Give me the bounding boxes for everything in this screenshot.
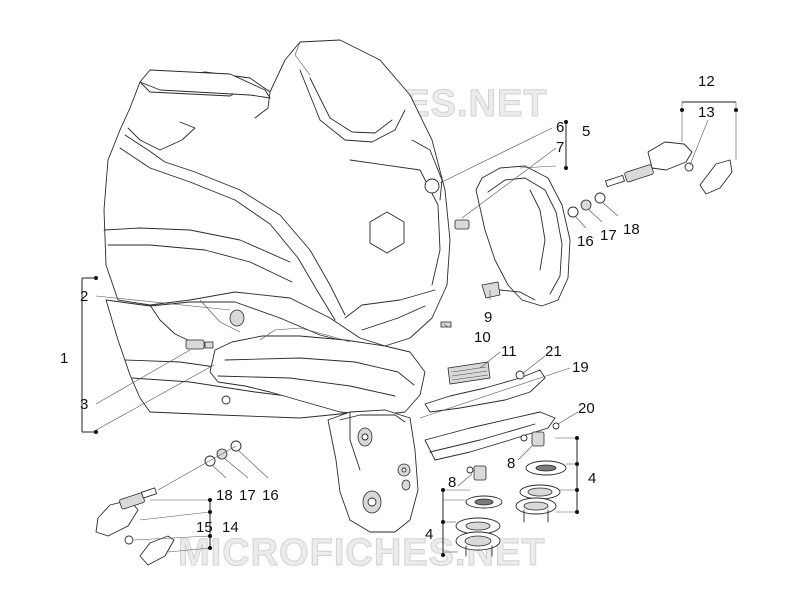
plate-light-cover: [424, 369, 556, 461]
callout-6: 6: [556, 119, 564, 136]
lamp-bulbs: [185, 309, 245, 405]
grab-handle: [127, 69, 271, 151]
tail-lamp: [209, 327, 426, 416]
callout-16-left: 16: [262, 487, 279, 504]
callout-8-right: 8: [507, 455, 515, 472]
callout-8-left: 8: [448, 474, 456, 491]
callout-17-left: 17: [239, 487, 256, 504]
callout-15: 15: [196, 519, 213, 536]
turn-signal-left: [95, 487, 175, 566]
callout-4-left: 4: [425, 526, 433, 543]
callout-2: 2: [80, 288, 88, 305]
callout-14: 14: [222, 519, 239, 536]
callout-13: 13: [698, 104, 715, 121]
callout-12: 12: [698, 73, 715, 90]
callout-21: 21: [545, 343, 562, 360]
washers-right: [567, 192, 606, 218]
callout-3: 3: [80, 396, 88, 413]
callout-18-right: 18: [623, 221, 640, 238]
callout-9: 9: [484, 309, 492, 326]
callout-19: 19: [572, 359, 589, 376]
plate-light-assembly-right: [515, 431, 567, 523]
callout-17-right: 17: [600, 227, 617, 244]
screws: [466, 422, 560, 474]
turn-signal-right: [605, 141, 733, 195]
callout-16-right: 16: [577, 233, 594, 250]
callout-labels: 1 2 3 4 4 5 6 7 8 8 9 10 11 12 13 14 15 …: [60, 73, 715, 543]
leader-lines: [81, 101, 737, 555]
callout-7: 7: [556, 139, 564, 156]
license-plate-holder: [327, 409, 419, 533]
callout-1: 1: [60, 350, 68, 367]
callout-11: 11: [501, 343, 517, 360]
callout-18-left: 18: [216, 487, 233, 504]
callout-20: 20: [578, 400, 595, 417]
callout-5: 5: [582, 123, 590, 140]
callout-10: 10: [474, 329, 491, 346]
side-bulbs: [424, 178, 470, 328]
callout-4-right: 4: [588, 470, 596, 487]
bracket-dots: [94, 108, 738, 557]
plate-light-assembly-left: [455, 465, 503, 557]
side-light-housing: [475, 165, 571, 307]
